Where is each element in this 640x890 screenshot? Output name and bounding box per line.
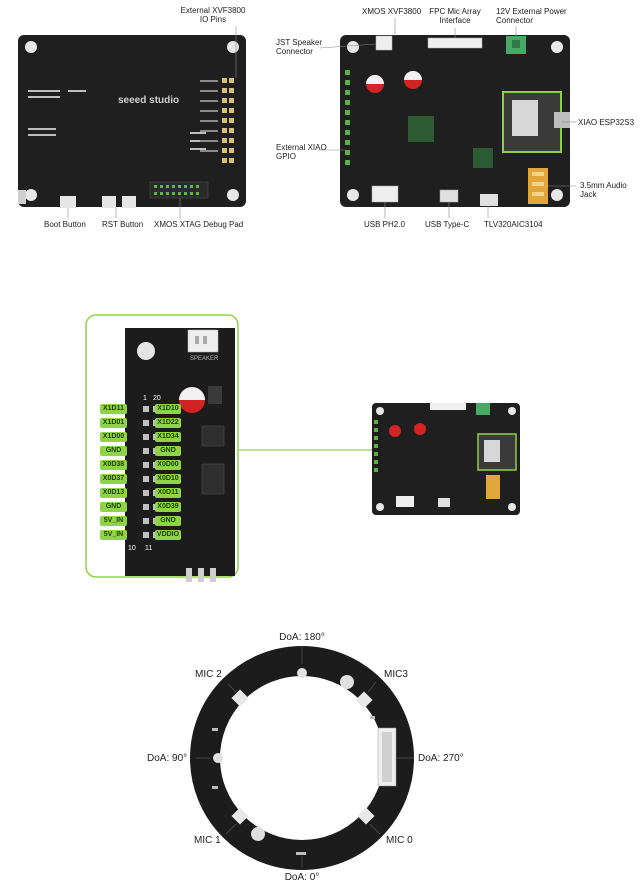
header-pin-10-label: 10 (128, 545, 136, 552)
pin-label-right: GND (155, 446, 181, 456)
mic-array-panel: DoA: 180° MIC 2 MIC3 DoA: 90° DoA: 270° … (0, 620, 640, 890)
mic-array-illustration (190, 646, 414, 870)
mic-2-label: MIC 2 (195, 669, 222, 680)
header-pin-1-label: 1 (143, 395, 147, 402)
audio-label-line2: Jack (580, 190, 597, 199)
fpc-label-line2: Interface (439, 16, 471, 25)
jst-speaker-connector-label: JST Speaker Connector (276, 38, 322, 56)
pin-label-right: VDDIO (155, 530, 181, 540)
pin-label-left: GND (100, 502, 127, 512)
xmos-chip-label: XMOS XVF3800 (362, 7, 422, 16)
doa-270-label: DoA: 270° (418, 753, 464, 764)
usb-type-c-label: USB Type-C (425, 220, 470, 229)
pin-label-left: X1D00 (100, 432, 127, 442)
gpio-label-line1: External XIAO (276, 143, 327, 152)
tlv-codec-label: TLV320AIC3104 (484, 220, 543, 229)
external-xiao-gpio-label: External XIAO GPIO (276, 143, 327, 161)
pin-label-left: GND (100, 446, 127, 456)
header-pin-11-label: 11 (145, 545, 153, 552)
usb-ph-label: USB PH2.0 (364, 220, 405, 229)
speaker-silkscreen: SPEAKER (190, 356, 219, 362)
mic-1-label: MIC 1 (194, 835, 221, 846)
front-board-panel: JST Speaker Connector XMOS XVF3800 FPC M… (270, 0, 640, 240)
rst-button-label: RST Button (102, 220, 144, 229)
pin-label-left: X0D38 (100, 460, 127, 470)
boot-button-label: Boot Button (44, 220, 86, 229)
gpio-label-line2: GPIO (276, 152, 297, 161)
audio-label-line1: 3.5mm Audio (580, 181, 627, 190)
pin-label-right: X0D10 (155, 474, 181, 484)
audio-jack-label: 3.5mm Audio Jack (580, 181, 627, 199)
xiao-esp32s3-label: XIAO ESP32S3 (578, 118, 635, 127)
doa-180-label: DoA: 180° (279, 632, 325, 643)
mic-3-label: MIC3 (384, 669, 408, 680)
mic-0-label: MIC 0 (386, 835, 413, 846)
doa-0-label: DoA: 0° (284, 872, 320, 883)
pin-label-left: 5V_IN (100, 516, 127, 526)
power-label-line1: 12V External Power (496, 7, 567, 16)
jst-label-line1: JST Speaker (276, 38, 323, 47)
pinout-illustration (85, 314, 520, 582)
pin-label-right: X1D10 (155, 404, 181, 414)
xtag-debug-pad-label: XMOS XTAG Debug Pad (154, 220, 244, 229)
doa-90-label: DoA: 90° (147, 753, 188, 764)
pin-label-left: 5V_IN (100, 530, 127, 540)
power-label-line2: Connector (496, 16, 533, 25)
header-pin-20-label: 20 (153, 395, 161, 402)
pin-label-right: X0D11 (155, 488, 181, 498)
board-silkscreen-logo: seeed studio (118, 95, 180, 106)
io-pins-label: External XVF3800 IO Pins (170, 6, 256, 24)
pin-label-right: GND (155, 516, 181, 526)
pin-label-left: X0D37 (100, 474, 127, 484)
front-board-illustration (318, 18, 576, 218)
pin-label-left: X0D13 (100, 488, 127, 498)
back-board-illustration (18, 26, 246, 218)
pin-label-left: X1D11 (100, 404, 127, 414)
pin-label-right: X0D39 (155, 502, 181, 512)
fpc-label-line1: FPC Mic Array (429, 7, 481, 16)
io-pins-label-line1: External XVF3800 (180, 6, 246, 15)
back-board-panel: seeed studio External XVF3800 IO Pins Bo… (0, 0, 300, 240)
jst-label-line2: Connector (276, 47, 313, 56)
power-connector-label: 12V External Power Connector (496, 7, 567, 25)
pin-label-left: X1D01 (100, 418, 127, 428)
pinout-panel: 1 20 10 11 SPEAKER X1D11 X1D01 X1D00 GND… (0, 300, 640, 590)
pin-label-right: X1D22 (155, 418, 181, 428)
io-pins-label-line2: IO Pins (199, 15, 227, 24)
pin-label-right: X0D00 (155, 460, 181, 470)
fpc-interface-label: FPC Mic Array Interface (422, 7, 488, 25)
pin-label-right: X1D34 (155, 432, 181, 442)
